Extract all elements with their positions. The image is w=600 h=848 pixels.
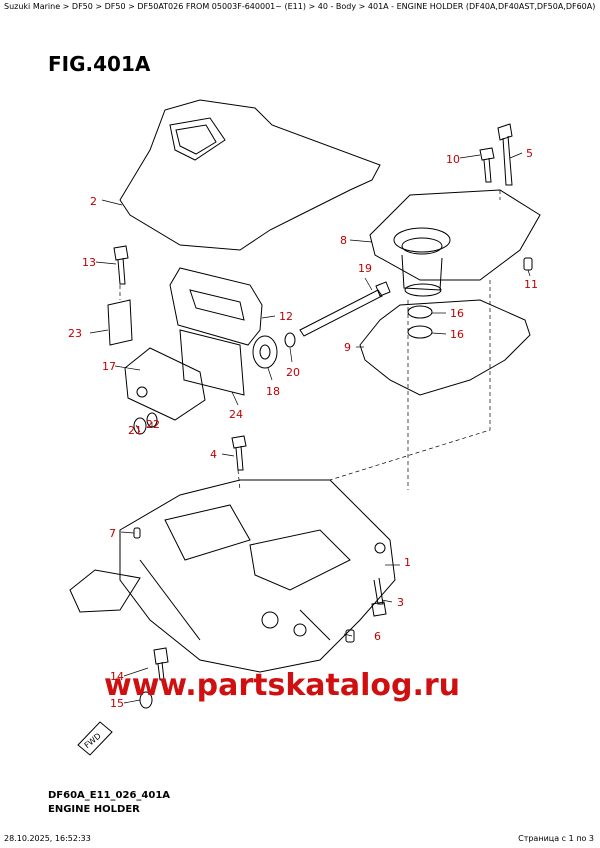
callout-20[interactable]: 20 <box>286 366 300 379</box>
figure-code: DF60A_E11_026_401A <box>48 790 171 801</box>
holder-part-17 <box>124 347 206 421</box>
callout-6[interactable]: 6 <box>374 630 381 643</box>
mount-bracket-part-12 <box>169 267 263 346</box>
callout-19[interactable]: 19 <box>358 262 372 275</box>
washer-part-20 <box>284 332 296 348</box>
callout-11[interactable]: 11 <box>524 278 538 291</box>
engine-holder-part-1 <box>69 479 396 673</box>
callout-2[interactable]: 2 <box>90 195 97 208</box>
callout-9[interactable]: 9 <box>344 341 351 354</box>
fwd-arrow-icon <box>77 721 113 756</box>
bolt-part-10 <box>479 147 495 183</box>
callout-5[interactable]: 5 <box>526 147 533 160</box>
pin-part-11 <box>523 257 533 271</box>
callout-8[interactable]: 8 <box>340 234 347 247</box>
bolt-part-4 <box>231 435 247 471</box>
gasket-part-2 <box>119 99 381 251</box>
watermark: www.partskatalog.ru <box>104 668 461 703</box>
callout-23[interactable]: 23 <box>68 327 82 340</box>
bolt-part-5 <box>497 123 513 186</box>
callout-3[interactable]: 3 <box>397 596 404 609</box>
gasket-part-9 <box>359 299 531 396</box>
breadcrumb: Suzuki Marine > DF50 > DF50 > DF50AT026 … <box>4 2 596 11</box>
nut-part-21 <box>133 417 147 435</box>
callout-10[interactable]: 10 <box>446 153 460 166</box>
callout-13[interactable]: 13 <box>82 256 96 269</box>
pin-part-6 <box>345 629 355 643</box>
bolt-part-19 <box>299 281 391 337</box>
cover-part-8 <box>369 189 541 297</box>
callout-16b[interactable]: 16 <box>450 328 464 341</box>
page-counter: Страница с 1 по 3 <box>518 834 594 843</box>
callout-16a[interactable]: 16 <box>450 307 464 320</box>
callout-15[interactable]: 15 <box>110 697 124 710</box>
plate-part-23 <box>107 299 133 346</box>
fitting-part-14 <box>153 647 169 681</box>
callout-14[interactable]: 14 <box>110 670 124 683</box>
o-ring-part-16b <box>407 325 433 339</box>
bolt-part-13 <box>113 245 129 285</box>
callout-1[interactable]: 1 <box>404 556 411 569</box>
callout-18[interactable]: 18 <box>266 385 280 398</box>
figure-name: ENGINE HOLDER <box>48 804 140 815</box>
bushing-part-18 <box>252 335 278 369</box>
callout-4[interactable]: 4 <box>210 448 217 461</box>
callout-12[interactable]: 12 <box>279 310 293 323</box>
callout-7[interactable]: 7 <box>109 527 116 540</box>
o-ring-part-16a <box>407 305 433 319</box>
callout-17[interactable]: 17 <box>102 360 116 373</box>
callout-22[interactable]: 22 <box>146 418 160 431</box>
callout-21[interactable]: 21 <box>128 424 142 437</box>
timestamp: 28.10.2025, 16:52:33 <box>4 834 91 843</box>
fwd-label: FWD <box>83 731 103 750</box>
figure-title: FIG.401A <box>48 52 151 76</box>
bolt-part-3 <box>371 577 387 617</box>
pin-part-7 <box>133 527 141 539</box>
plate-part-24 <box>179 329 245 396</box>
callout-24[interactable]: 24 <box>229 408 243 421</box>
